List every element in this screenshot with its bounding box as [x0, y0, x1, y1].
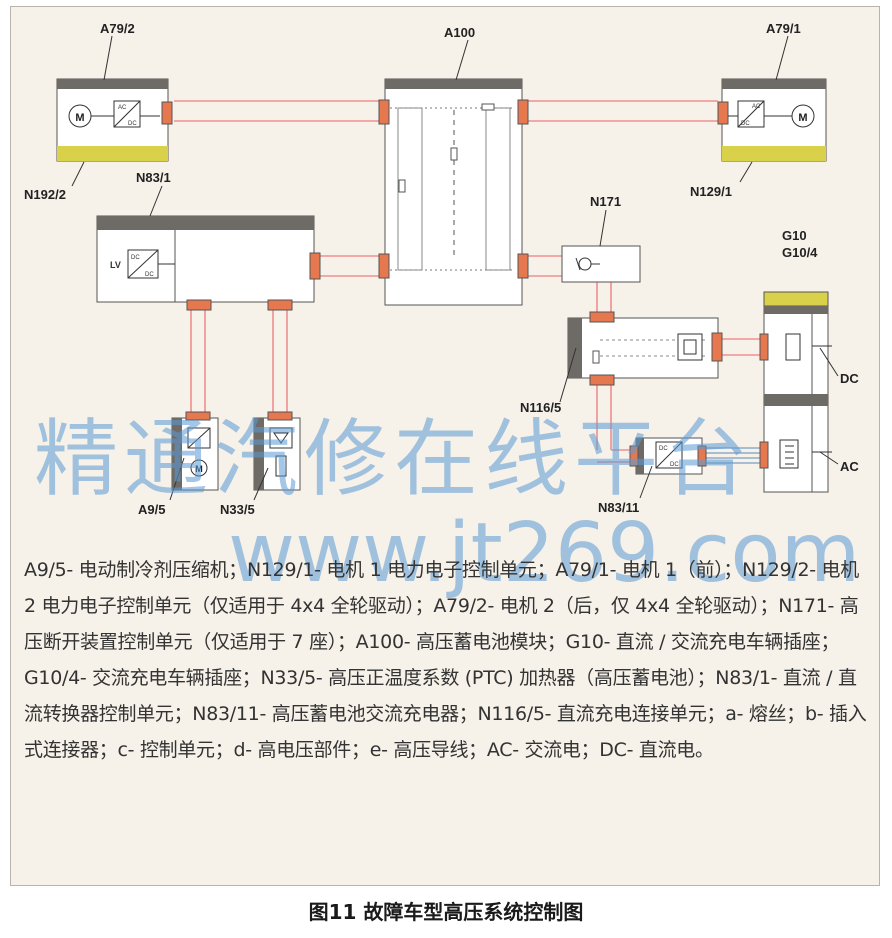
a9-5-compressor: M — [171, 411, 219, 491]
leader-lines — [71, 35, 839, 501]
a79-2-unit: M AC DC — [56, 78, 173, 162]
fuse-icon — [481, 103, 495, 111]
plug-connector-icon — [589, 311, 615, 323]
motor-icon — [791, 104, 815, 128]
label-n33-5: N33/5 — [220, 502, 255, 517]
label-n116-5: N116/5 — [520, 400, 561, 415]
plug-connector-icon — [309, 252, 321, 280]
label-ac: AC — [840, 459, 859, 474]
switch-icon — [578, 257, 592, 271]
plug-connector-icon — [267, 411, 293, 421]
plug-connector-icon — [697, 445, 707, 467]
plug-connector-icon — [267, 299, 293, 311]
a100-hv-battery — [378, 78, 529, 306]
fuse-icon — [450, 147, 458, 161]
label-lv: LV — [110, 260, 121, 270]
fuse-icon — [592, 350, 600, 364]
legend-text: A9/5- 电动制冷剂压缩机；N129/1- 电机 1 电力电子控制单元；A79… — [24, 559, 867, 761]
plug-connector-icon — [759, 333, 769, 361]
label-a100: A100 — [444, 25, 475, 40]
svg-text:DC: DC — [659, 446, 668, 452]
label-g10: G10 — [782, 228, 807, 243]
label-dc: DC — [840, 371, 859, 386]
n116-5-dc-charge-unit — [567, 311, 723, 386]
svg-text:AC: AC — [752, 104, 761, 110]
ac-socket-pins-icon — [779, 439, 799, 469]
motor-icon — [190, 459, 208, 477]
plug-connector-icon — [717, 101, 729, 125]
plug-connector-icon — [711, 332, 723, 362]
label-n83-1: N83/1 — [136, 170, 171, 185]
svg-text:M: M — [798, 112, 807, 124]
n33-5-ptc-heater — [253, 411, 301, 491]
plug-connector-icon — [517, 99, 529, 125]
n171-hv-disconnect — [561, 245, 641, 283]
g10-charge-socket — [759, 291, 832, 493]
label-a79-1: A79/1 — [766, 21, 801, 36]
fuse-icon — [398, 179, 406, 193]
label-g10-4: G10/4 — [782, 245, 818, 260]
svg-text:M: M — [75, 112, 84, 124]
label-a9-5: A9/5 — [138, 502, 165, 517]
a79-1-unit: AC DC M — [717, 78, 827, 162]
plug-connector-icon — [759, 441, 769, 469]
figure-caption: 图11 故障车型高压系统控制图 — [308, 900, 584, 924]
plug-connector-icon — [589, 374, 615, 386]
hv-cables — [174, 100, 762, 463]
svg-text:M: M — [195, 464, 203, 474]
svg-text:DC: DC — [128, 121, 137, 127]
svg-text:DC: DC — [741, 121, 750, 127]
plug-connector-icon — [185, 411, 211, 421]
plug-connector-icon — [629, 445, 639, 467]
n83-11-ac-charger: DC DC — [629, 437, 707, 475]
label-a79-2: A79/2 — [100, 21, 135, 36]
svg-text:DC: DC — [670, 462, 679, 468]
dc-socket-pins-icon — [785, 333, 801, 361]
control-unit-icon — [677, 333, 703, 361]
heating-element-icon — [275, 455, 287, 477]
label-n83-11: N83/11 — [598, 500, 639, 515]
svg-text:DC: DC — [131, 255, 140, 261]
n83-1-dcdc-converter: DC DC — [96, 215, 321, 311]
label-n129-1: N129/1 — [690, 184, 732, 199]
plug-connector-icon — [161, 101, 173, 125]
plug-connector-icon — [186, 299, 212, 311]
ac-cable — [702, 447, 762, 464]
watermark-text: 精通汽修在线平台 — [34, 410, 755, 508]
hv-system-diagram: M AC DC AC DC M — [24, 21, 859, 517]
plug-connector-icon — [378, 99, 390, 125]
watermark-url: www.jt269.com — [228, 506, 861, 601]
svg-text:AC: AC — [118, 105, 127, 111]
plug-connector-icon — [517, 253, 529, 279]
label-n192-2: N192/2 — [24, 187, 66, 202]
svg-text:DC: DC — [145, 272, 154, 278]
label-n171: N171 — [590, 194, 621, 209]
plug-connector-icon — [378, 253, 390, 279]
